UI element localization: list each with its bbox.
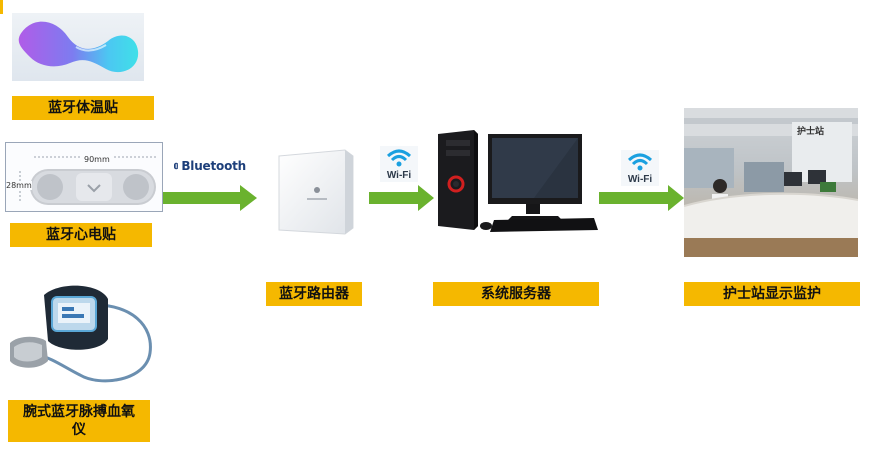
ecg-patch-image: 90mm 28mm	[5, 142, 163, 212]
label-thermo: 蓝牙体温贴	[12, 96, 154, 120]
wifi-text-2: Wi-Fi	[627, 174, 653, 185]
bluetooth-text: Bluetooth	[181, 159, 246, 173]
arrow-to-nurse-station	[599, 185, 684, 211]
wifi-badge-2: Wi-Fi	[621, 150, 659, 186]
router-image	[273, 144, 357, 238]
bluetooth-logo: Bluetooth	[174, 155, 246, 177]
nurse-station-photo: 护士站	[684, 108, 858, 257]
wifi-icon	[627, 153, 653, 171]
label-server: 系统服务器	[433, 282, 599, 306]
arrow-to-server	[369, 185, 434, 211]
corner-mark	[0, 0, 3, 14]
label-oximeter: 腕式蓝牙脉搏血氧 仪	[8, 400, 150, 442]
nurse-station-sign: 护士站	[797, 127, 825, 137]
label-oximeter-line2: 仪	[72, 422, 86, 438]
wifi-icon	[386, 149, 412, 167]
wifi-text-1: Wi-Fi	[386, 170, 412, 181]
label-oximeter-line1: 腕式蓝牙脉搏血氧	[23, 404, 135, 420]
arrow-to-router	[163, 185, 257, 211]
bluetooth-icon	[174, 162, 179, 170]
server-pc-image	[434, 126, 598, 236]
label-router: 蓝牙路由器	[266, 282, 362, 306]
label-ecg: 蓝牙心电贴	[10, 223, 152, 247]
wifi-badge-1: Wi-Fi	[380, 146, 418, 182]
ecg-width-dimension: 90mm	[82, 155, 112, 164]
pulse-oximeter-image	[4, 275, 156, 390]
label-nurse-station: 护士站显示监护	[684, 282, 860, 306]
ecg-height-dimension: 28mm	[6, 181, 32, 190]
thermo-patch-image	[12, 13, 144, 81]
